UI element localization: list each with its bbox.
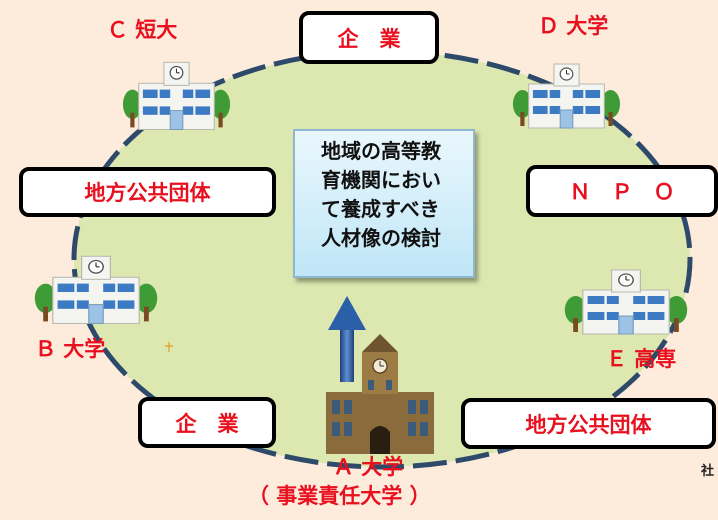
school-b-label: Ｂ 大学 (35, 337, 106, 361)
school-d-building-icon (512, 63, 621, 129)
center-theme-box: 地域の高等教 育機関におい て養成すべき 人材像の検討 (293, 129, 475, 278)
corner-fragment-text: 社 (701, 464, 715, 479)
school-c-building-icon (122, 61, 231, 131)
school-a-building-icon (326, 334, 434, 454)
center-text-line-3: て養成すべき (321, 197, 440, 221)
school-a-role-label: （ 事業責任大学 ） (248, 484, 431, 508)
school-e-label: Ｅ 高専 (606, 347, 677, 371)
sparkle-mark (165, 342, 173, 352)
school-a-label: Ａ 大学 (333, 455, 404, 479)
node-company-top: 企 業 (299, 11, 439, 64)
node-npo: Ｎ Ｐ Ｏ (526, 165, 718, 217)
center-text-line-4: 人材像の検討 (321, 226, 441, 250)
node-local-government-bottom-right: 地方公共団体 (461, 398, 716, 449)
school-c-label: Ｃ 短大 (107, 18, 178, 42)
center-text-line-1: 地域の高等教 (321, 139, 441, 163)
node-local-government-left: 地方公共団体 (19, 167, 276, 217)
school-d-label: Ｄ 大学 (538, 14, 609, 38)
center-text-line-2: 育機関におい (321, 168, 441, 192)
up-arrow-icon (328, 296, 366, 382)
node-company-bottom-left: 企 業 (138, 397, 276, 448)
